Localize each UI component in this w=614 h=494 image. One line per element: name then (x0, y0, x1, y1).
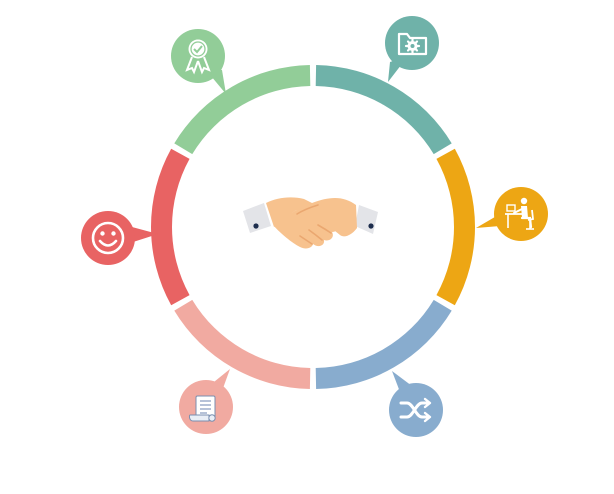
segment-blue (315, 299, 452, 389)
shuffle-arrows-icon (399, 397, 432, 423)
callout-red (81, 211, 158, 265)
person-at-desk-icon (505, 197, 534, 230)
award-ribbon-icon (185, 39, 211, 75)
smiley-face-icon (91, 221, 125, 255)
segment-pink (174, 299, 311, 389)
segment-red (151, 148, 190, 306)
callout-pink (179, 369, 233, 434)
callout-green (171, 29, 226, 94)
segment-teal (315, 65, 452, 155)
callout-blue (389, 371, 443, 437)
segment-green (174, 65, 311, 155)
document-scroll-icon (188, 395, 216, 422)
callout-orange (476, 187, 548, 241)
handshake-icon (243, 197, 378, 249)
folder-settings-icon (397, 32, 428, 56)
callouts (81, 16, 548, 437)
ring (151, 65, 476, 389)
segment-orange (436, 148, 476, 306)
callout-teal (385, 16, 439, 82)
